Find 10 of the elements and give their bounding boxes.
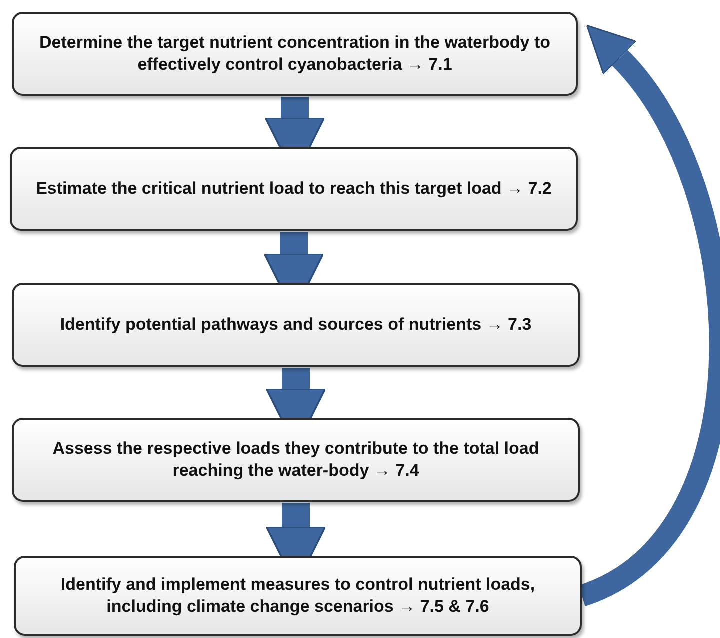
process-box (12, 283, 580, 367)
step-text: Assess the respective loads they contribute to the total load reaching the water-body → 7.4 (52, 438, 540, 482)
step-text: Identify potential pathways and sources of nutrients → 7.3 (60, 314, 532, 336)
step-text: Identify and implement measures to control nutrient loads, including climate change scenarios → 7.5 & 7.6 (60, 574, 536, 618)
process-box (14, 556, 582, 636)
process-box (12, 12, 578, 96)
process-box (12, 418, 580, 502)
process-box (10, 147, 578, 231)
step-text: Estimate the critical nutrient load to reach this target load → 7.2 (36, 178, 552, 200)
step-text: Determine the target nutrient concentration in the waterbody to effectively control cyanobacteria → 7.1 (38, 32, 552, 76)
